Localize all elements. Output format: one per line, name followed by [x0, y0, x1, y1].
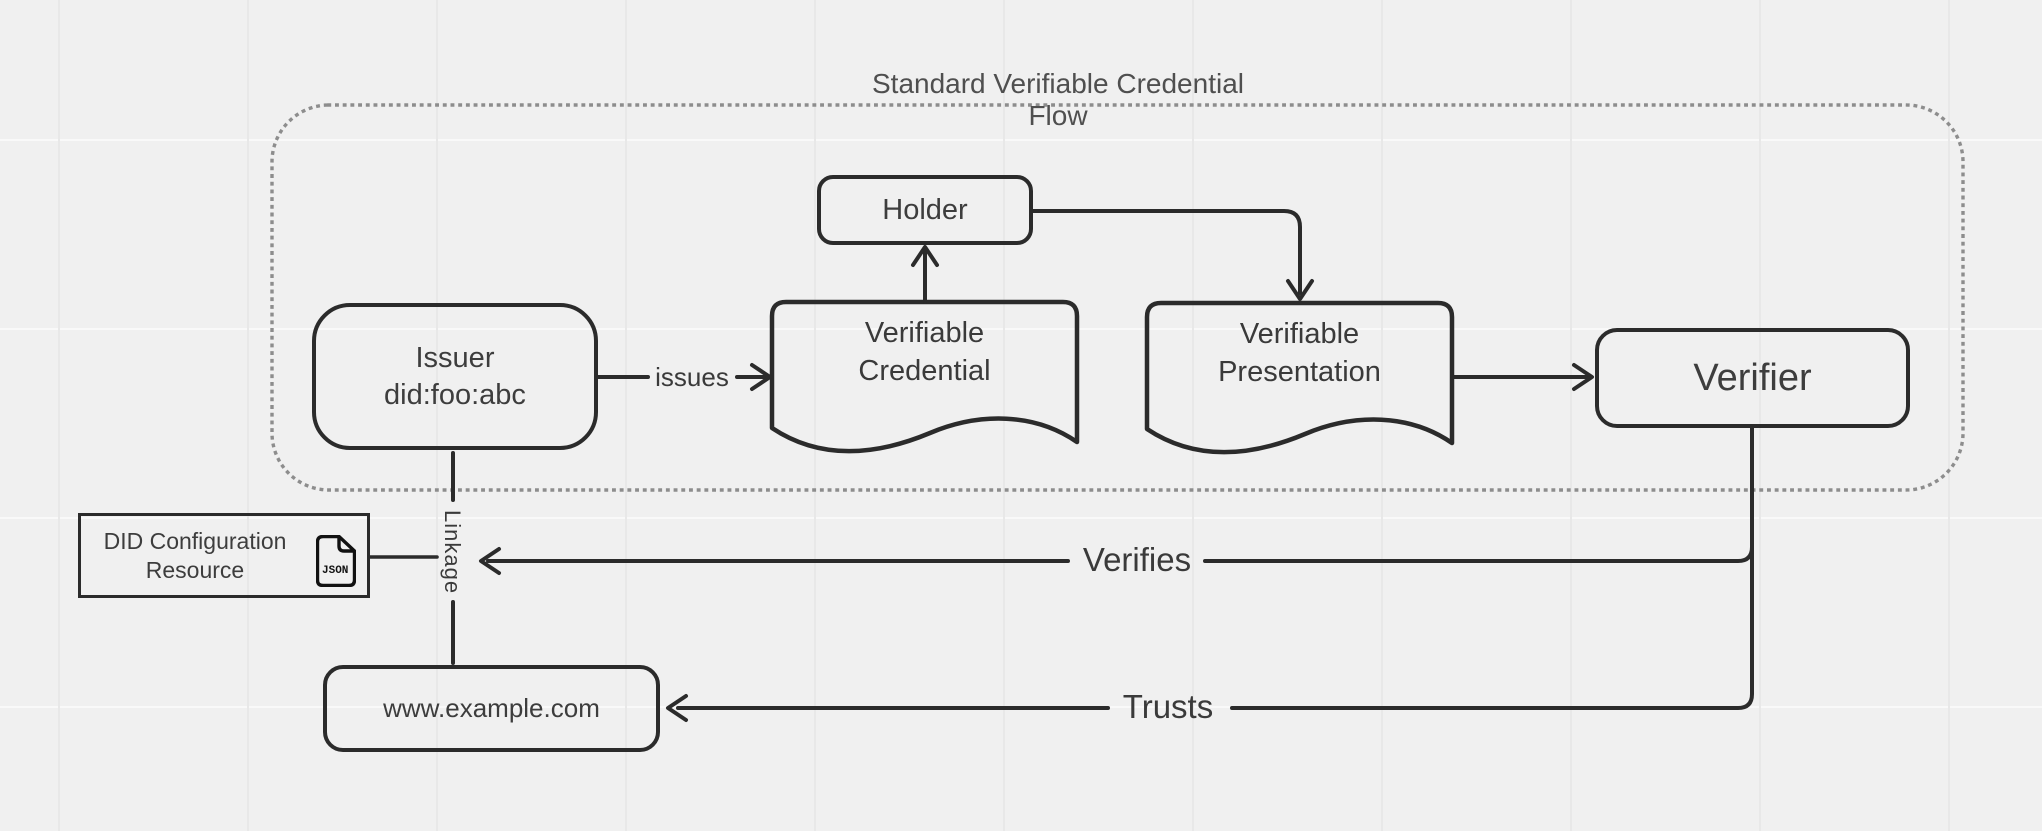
- edge-credential-to-holder-arrowhead: [911, 245, 939, 267]
- edge-verifies-arrowhead: [479, 547, 501, 575]
- edge-holder-to-presentation-line: [1031, 209, 1302, 295]
- issuer-label-line1: Issuer: [415, 341, 495, 374]
- json-icon-text: JSON: [322, 565, 348, 577]
- website-label: www.example.com: [383, 693, 600, 723]
- verifiable-credential-line2: Credential: [858, 355, 991, 387]
- edge-verifies-label: Verifies: [1082, 541, 1192, 578]
- node-verifier: Verifier: [1595, 328, 1910, 428]
- json-file-icon: JSON: [316, 535, 356, 587]
- node-verifiable-credential-label: Verifiable Credential: [772, 314, 1077, 390]
- node-verifiable-presentation-label: Verifiable Presentation: [1147, 315, 1452, 391]
- verifiable-credential-line1: Verifiable: [864, 317, 985, 349]
- node-issuer: Issuer did:foo:abc: [312, 303, 598, 450]
- group-title: Standard Verifiable Credential Flow: [871, 68, 1244, 131]
- verifiable-presentation-line1: Verifiable: [1239, 318, 1360, 350]
- edge-issues-label: issues: [655, 362, 729, 392]
- did-config-label-line2: Resource: [145, 556, 245, 583]
- edge-linkage-label: Linkage: [440, 509, 465, 595]
- verifiable-presentation-line2: Presentation: [1218, 356, 1381, 388]
- issuer-label-line2: did:foo:abc: [384, 378, 526, 411]
- verifier-label: Verifier: [1693, 356, 1812, 399]
- edge-trusts-arrowhead: [666, 694, 688, 722]
- edge-holder-to-presentation-arrowhead: [1286, 279, 1314, 301]
- edge-presentation-to-verifier-arrowhead: [1572, 363, 1594, 391]
- node-holder: Holder: [817, 175, 1033, 245]
- edge-trusts-label: Trusts: [1122, 688, 1214, 725]
- holder-label: Holder: [882, 193, 968, 226]
- did-config-label-line1: DID Configuration: [103, 527, 287, 554]
- edge-issues-arrowhead: [750, 363, 772, 391]
- node-website: www.example.com: [323, 665, 660, 752]
- node-did-configuration-resource: DID Configuration Resource JSON: [78, 513, 370, 598]
